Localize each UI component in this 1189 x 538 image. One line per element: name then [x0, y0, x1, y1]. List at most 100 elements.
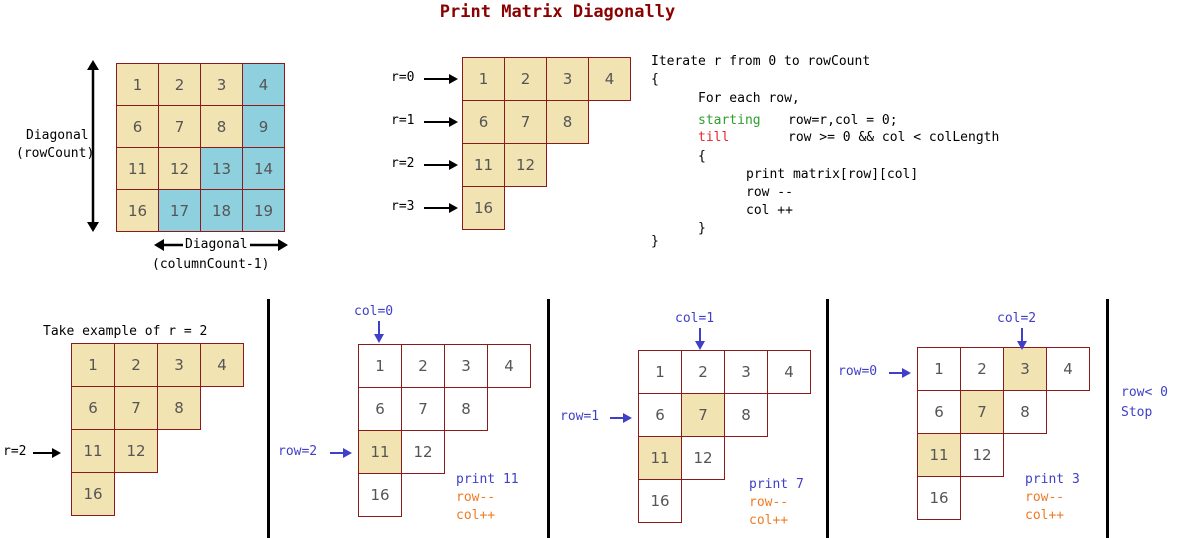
example-cell: 8 — [157, 386, 201, 430]
code-line-4: row=r,col = 0; — [788, 113, 898, 128]
separator-3 — [826, 299, 829, 538]
triangle-cell: 1 — [462, 57, 505, 101]
step-cell: 7 — [960, 390, 1004, 434]
triangle-cell: 12 — [504, 143, 547, 187]
matrix-cell: 13 — [200, 147, 243, 190]
step-cell: 1 — [358, 344, 402, 388]
row-arrow-icon — [424, 203, 458, 213]
col-arrow-icon — [695, 328, 705, 350]
separator-4 — [1106, 299, 1109, 538]
triangle-row-label: r=3 — [391, 199, 415, 214]
row-arrow-icon — [33, 448, 61, 458]
code-line-2: { — [651, 72, 659, 87]
matrix-cell: 18 — [200, 189, 243, 232]
matrix-cell: 11 — [116, 147, 159, 190]
matrix-cell: 8 — [200, 105, 243, 148]
step-cell: 11 — [638, 436, 682, 480]
example-cell: 7 — [114, 386, 158, 430]
example-cell: 12 — [114, 429, 158, 473]
triangle-cell: 2 — [504, 57, 547, 101]
step-cell: 6 — [358, 387, 402, 431]
col-increment-label: col++ — [749, 513, 789, 528]
horizontal-diagonal-sublabel: (columnCount-1) — [152, 257, 270, 272]
step-cell: 16 — [358, 473, 402, 517]
step-cell: 7 — [401, 387, 445, 431]
code-line-5: row >= 0 && col < colLength — [788, 130, 1000, 145]
step-cell: 11 — [358, 430, 402, 474]
step-cell: 8 — [444, 387, 488, 431]
step-cell: 8 — [1003, 390, 1047, 434]
step-cell: 11 — [917, 433, 961, 477]
step-cell: 12 — [681, 436, 725, 480]
triangle-cell: 6 — [462, 100, 505, 144]
col-increment-label: col++ — [456, 508, 496, 523]
example-cell: 4 — [200, 343, 244, 387]
separator-1 — [267, 299, 270, 538]
triangle-cell: 16 — [462, 186, 505, 230]
matrix-cell: 12 — [158, 147, 201, 190]
matrix-cell: 3 — [200, 63, 243, 106]
col-increment-label: col++ — [1025, 508, 1065, 523]
print-label: print 11 — [456, 472, 519, 487]
matrix-cell: 14 — [242, 147, 285, 190]
code-line-9: col ++ — [746, 203, 793, 218]
step-cell: 6 — [638, 393, 682, 437]
matrix-cell: 9 — [242, 105, 285, 148]
row-label: row=1 — [560, 409, 600, 424]
step-cell: 3 — [444, 344, 488, 388]
matrix-cell: 19 — [242, 189, 285, 232]
example-cell: 11 — [71, 429, 115, 473]
step-cell: 2 — [960, 347, 1004, 391]
triangle-row-label: r=1 — [391, 113, 415, 128]
stop-condition: row< 0 — [1121, 385, 1168, 400]
step-cell: 4 — [767, 350, 811, 394]
step-cell: 3 — [1003, 347, 1047, 391]
step-cell: 16 — [917, 476, 961, 520]
triangle-cell: 7 — [504, 100, 547, 144]
code-line-3: For each row, — [698, 91, 800, 106]
triangle-row-label: r=2 — [391, 156, 415, 171]
vertical-diagonal-arrow-icon — [87, 60, 99, 232]
row-decrement-label: row-- — [456, 490, 496, 505]
triangle-row-label: r=0 — [391, 70, 415, 85]
step-cell: 4 — [487, 344, 531, 388]
code-line-1: Iterate r from 0 to rowCount — [651, 54, 871, 69]
matrix-cell: 17 — [158, 189, 201, 232]
matrix-cell: 4 — [242, 63, 285, 106]
col-label: col=1 — [675, 311, 715, 326]
separator-2 — [547, 299, 550, 538]
step-cell: 6 — [917, 390, 961, 434]
step-cell: 8 — [724, 393, 768, 437]
step-cell: 7 — [681, 393, 725, 437]
code-keyword-till: till — [698, 130, 730, 145]
matrix-cell: 1 — [116, 63, 159, 106]
code-keyword-starting: starting — [698, 113, 761, 128]
step-cell: 1 — [638, 350, 682, 394]
code-line-11: } — [651, 234, 659, 249]
code-line-10: } — [698, 221, 706, 236]
step-cell: 3 — [724, 350, 768, 394]
vertical-diagonal-label: Diagonal — [26, 128, 89, 143]
row-decrement-label: row-- — [1025, 490, 1065, 505]
col-arrow-icon — [1017, 328, 1027, 350]
row-arrow-icon — [424, 160, 458, 170]
step-cell: 4 — [1046, 347, 1090, 391]
example-cell: 6 — [71, 386, 115, 430]
code-line-7: print matrix[row][col] — [746, 167, 919, 182]
matrix-cell: 6 — [116, 105, 159, 148]
row-label: row=2 — [278, 444, 318, 459]
example-row-label: r=2 — [3, 444, 27, 459]
example-heading: Take example of r = 2 — [43, 324, 208, 339]
row-arrow-icon — [610, 413, 632, 423]
vertical-diagonal-sublabel: (rowCount) — [16, 146, 95, 161]
step-cell: 2 — [681, 350, 725, 394]
col-label: col=2 — [997, 311, 1037, 326]
triangle-cell: 3 — [546, 57, 589, 101]
example-cell: 3 — [157, 343, 201, 387]
example-cell: 16 — [71, 472, 115, 516]
step-cell: 12 — [960, 433, 1004, 477]
step-cell: 1 — [917, 347, 961, 391]
print-label: print 3 — [1025, 472, 1080, 487]
triangle-cell: 11 — [462, 143, 505, 187]
row-arrow-icon — [330, 448, 352, 458]
